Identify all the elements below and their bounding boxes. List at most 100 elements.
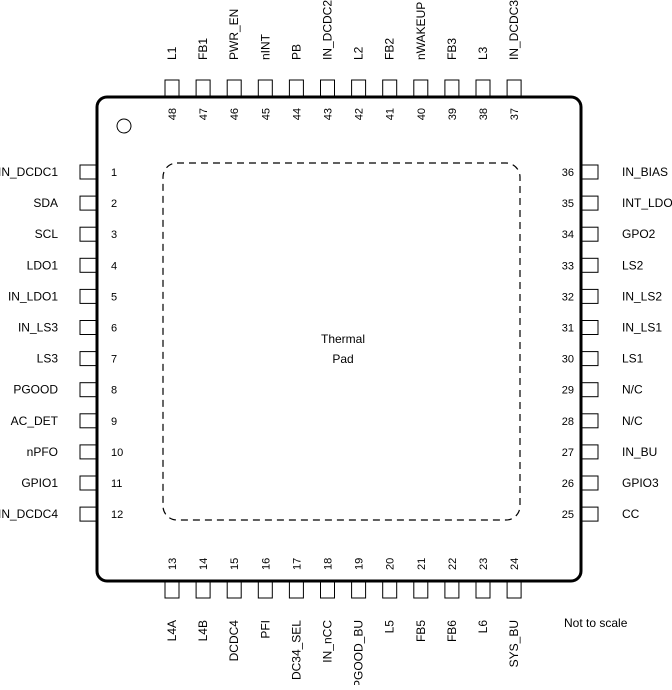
pin-37-name: IN_DCDC3: [507, 0, 521, 60]
pin-16-number: 16: [260, 558, 272, 570]
pin-30-number: 30: [562, 354, 574, 366]
pin-45-name: nINT: [258, 33, 272, 60]
pin-45-lead: [257, 79, 273, 98]
pin-41-number: 41: [385, 108, 397, 120]
pin-1-lead: [79, 164, 98, 180]
package-body: [95, 95, 583, 583]
pin-48-name: L1: [165, 46, 179, 60]
pin-31-name: IN_LS1: [622, 321, 662, 335]
pin-44-name: PB: [289, 44, 303, 60]
pin-25-name: CC: [622, 507, 640, 521]
pin-9-number: 9: [111, 416, 117, 428]
pin-37-number: 37: [509, 108, 521, 120]
pin-32-number: 32: [562, 291, 574, 303]
pin-11-number: 11: [111, 478, 122, 490]
pin-21-number: 21: [416, 558, 428, 570]
pin-34-name: GPO2: [622, 227, 656, 241]
pin-47-name: FB1: [196, 38, 210, 60]
pin-29-lead: [580, 382, 599, 398]
pin-35-number: 35: [562, 198, 574, 210]
pin-31-lead: [580, 320, 599, 335]
pin-15-lead: [226, 580, 242, 599]
scale-note: Not to scale: [564, 616, 628, 630]
pin-48-number: 48: [167, 108, 179, 120]
pin-27-number: 27: [562, 447, 574, 459]
pin-2-lead: [79, 195, 98, 211]
pin-33-name: LS2: [622, 258, 644, 272]
pin-12-number: 12: [111, 509, 123, 521]
pin-3-lead: [79, 226, 98, 242]
pin-32-lead: [580, 288, 599, 304]
pin-34-lead: [580, 226, 599, 242]
pin-7-name: LS3: [37, 352, 59, 366]
pin-31-number: 31: [562, 323, 574, 335]
pin-42-name: L2: [352, 46, 366, 60]
pin-8-name: PGOOD: [13, 383, 58, 397]
pin-10-name: nPFO: [27, 445, 58, 459]
pin-46-name: PWR_EN: [227, 9, 241, 60]
pin-5-name: IN_LDO1: [8, 289, 58, 303]
pin-24-number: 24: [509, 558, 521, 570]
pin-24-name: SYS_BU: [507, 620, 521, 667]
pin-28-name: N/C: [622, 414, 643, 428]
pin-19-lead: [351, 580, 367, 599]
pin-43-number: 43: [323, 108, 335, 120]
pin-43-lead: [320, 79, 335, 98]
pin-39-lead: [444, 79, 460, 98]
pin-46-lead: [226, 79, 242, 98]
pin-14-name: L4B: [196, 620, 210, 641]
pin-28-lead: [580, 413, 599, 429]
pin-36-number: 36: [562, 167, 574, 179]
pin-26-number: 26: [562, 478, 574, 490]
pin-15-name: DCDC4: [227, 620, 241, 662]
pin-4-name: LDO1: [27, 258, 59, 272]
pin-43-name: IN_DCDC2: [321, 0, 335, 60]
pin-40-lead: [413, 79, 429, 98]
pin-19-number: 19: [354, 558, 366, 570]
pin-19-name: PGOOD_BU: [352, 620, 366, 685]
pin-13-number: 13: [167, 558, 179, 570]
pin-21-lead: [413, 580, 429, 599]
pin-39-number: 39: [447, 108, 459, 120]
pin-11-name: GPIO1: [21, 476, 58, 490]
pin-36-lead: [580, 164, 599, 180]
pin-46-number: 46: [229, 108, 241, 120]
pin-7-number: 7: [111, 354, 117, 366]
pin-12-lead: [79, 506, 98, 522]
pin-22-number: 22: [447, 558, 459, 570]
pin-42-lead: [351, 79, 367, 98]
pin-8-number: 8: [111, 385, 117, 397]
pin-25-number: 25: [562, 509, 574, 521]
pin-17-number: 17: [291, 558, 303, 570]
pin-38-number: 38: [478, 108, 490, 120]
pin-13-lead: [164, 580, 180, 599]
pin-40-name: nWAKEUP: [414, 2, 428, 60]
pin-35-lead: [580, 195, 599, 211]
pin-18-name: IN_nCC: [321, 620, 335, 663]
thermal-pad-outline: [162, 162, 521, 521]
pin-20-lead: [382, 580, 398, 599]
pin-18-lead: [320, 580, 335, 599]
pin-2-name: SDA: [33, 196, 58, 210]
pin-13-name: L4A: [165, 620, 179, 641]
pin-26-lead: [580, 475, 599, 491]
pin-21-name: FB5: [414, 620, 428, 642]
pin-6-lead: [79, 320, 98, 335]
pin-1-name: IN_DCDC1: [0, 165, 58, 179]
pin-34-number: 34: [562, 229, 574, 241]
pin-20-name: L5: [383, 620, 397, 634]
pin-17-name: DC34_SEL: [289, 620, 303, 680]
pin-20-number: 20: [385, 558, 397, 570]
thermal-pad-label-line1: Thermal: [321, 332, 365, 346]
pin-47-number: 47: [198, 108, 210, 120]
pin-8-lead: [79, 382, 98, 398]
pin-37-lead: [506, 79, 522, 98]
pin-14-number: 14: [198, 558, 210, 570]
pin-40-number: 40: [416, 108, 428, 120]
pin-33-lead: [580, 257, 599, 273]
pin1-indicator-dot: [116, 118, 132, 134]
pin-12-name: IN_DCDC4: [0, 507, 58, 521]
pin-4-lead: [79, 257, 98, 273]
